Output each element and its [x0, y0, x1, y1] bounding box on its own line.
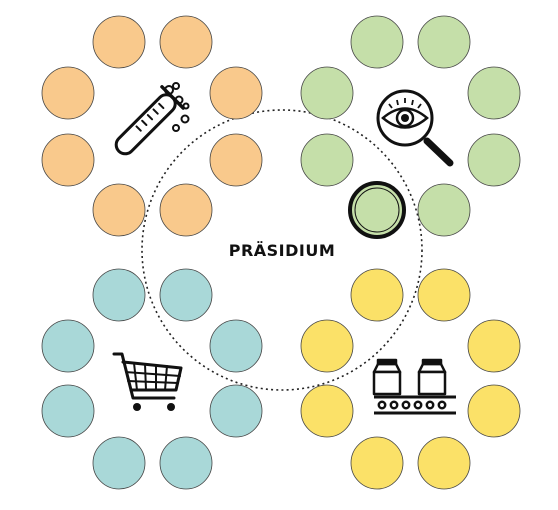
member-circle [300, 133, 354, 187]
member-circle [92, 436, 146, 490]
member-circle [350, 436, 404, 490]
shopping-cart-icon [112, 352, 183, 411]
member-circle [92, 268, 146, 322]
member-circle [417, 436, 471, 490]
presidium-member-inner-ring [354, 187, 400, 233]
member-circle [417, 268, 471, 322]
member-circle [41, 133, 95, 187]
member-circle [41, 66, 95, 120]
member-circle [92, 183, 146, 237]
member-circle [159, 183, 213, 237]
member-circle [300, 384, 354, 438]
conveyor-belt-icon [372, 358, 456, 415]
member-circle [92, 15, 146, 69]
member-circle [159, 268, 213, 322]
test-tube-icon [114, 82, 190, 156]
member-circle [350, 15, 404, 69]
presidium-boundary [141, 109, 423, 391]
member-circle [159, 436, 213, 490]
member-circle [417, 15, 471, 69]
member-circle [209, 319, 263, 373]
group-research [41, 15, 263, 237]
group-production [300, 268, 521, 490]
member-circle [159, 15, 213, 69]
center-label: PRÄSIDIUM [229, 241, 336, 260]
magnifier-eye-icon [376, 89, 454, 167]
member-circle [467, 384, 521, 438]
member-circle [209, 66, 263, 120]
member-circle [41, 319, 95, 373]
member-circle [209, 133, 263, 187]
member-circle [41, 384, 95, 438]
member-circle [417, 183, 471, 237]
member-circle [209, 384, 263, 438]
member-circle [300, 319, 354, 373]
member-circle [467, 66, 521, 120]
group-sales [41, 268, 263, 490]
member-circle [467, 319, 521, 373]
member-circle [300, 66, 354, 120]
presidium-member [348, 181, 406, 239]
member-circle [350, 268, 404, 322]
member-circle [467, 133, 521, 187]
group-quality [300, 15, 521, 239]
